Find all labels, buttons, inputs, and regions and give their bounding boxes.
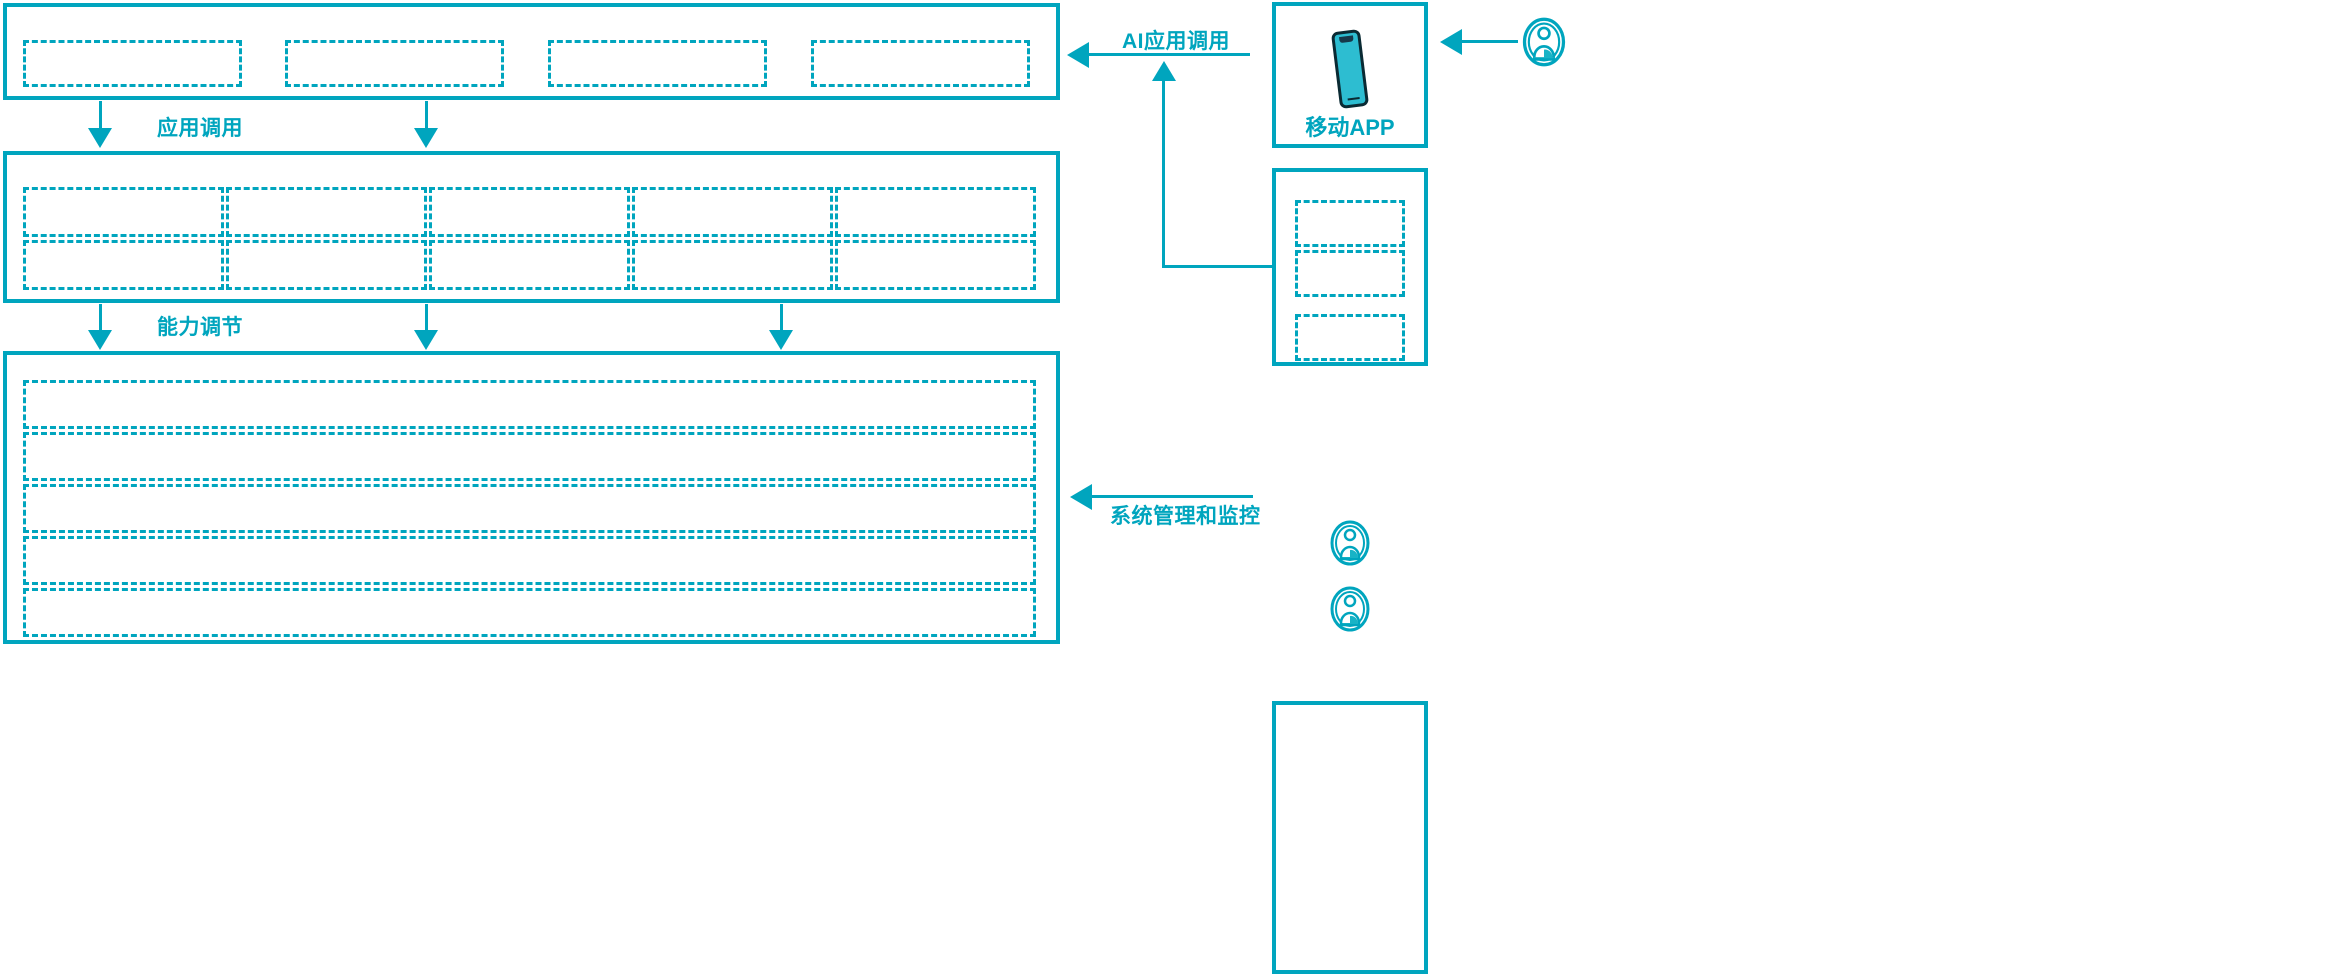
capability-block-r1c2[interactable] [226, 187, 427, 237]
capability-block-r2c5[interactable] [835, 240, 1036, 290]
application-block-1[interactable] [23, 40, 242, 87]
capability-block-r1c3[interactable] [429, 187, 630, 237]
module-list-block-2[interactable] [1295, 250, 1405, 297]
application-block-2[interactable] [285, 40, 504, 87]
app-call-arrow-head-2 [414, 128, 438, 148]
user-group-icon [1329, 519, 1371, 567]
app-call-arrow-line-1 [99, 101, 102, 131]
ai-app-call-riser-line [1162, 78, 1165, 268]
capability-adjust-label: 能力调节 [157, 316, 243, 339]
ai-app-call-arrow-line [1085, 53, 1250, 56]
capability-block-r1c5[interactable] [835, 187, 1036, 237]
capability-adjust-arrow-head-1 [88, 330, 112, 350]
application-block-4[interactable] [811, 40, 1030, 87]
capability-block-r1c4[interactable] [632, 187, 833, 237]
external-user-arrow-line [1460, 40, 1518, 43]
capability-block-r2c2[interactable] [226, 240, 427, 290]
user-group-icon [1329, 585, 1371, 633]
ai-app-call-riser-base [1162, 265, 1272, 268]
capability-block-r2c4[interactable] [632, 240, 833, 290]
system-manage-label: 系统管理和监控 [1110, 505, 1261, 528]
infrastructure-row-3[interactable] [23, 484, 1036, 533]
system-manage-arrow-head [1070, 484, 1092, 510]
capability-adjust-arrow-line-3 [780, 304, 783, 334]
app-call-arrow-line-2 [425, 101, 428, 131]
application-layer-container [3, 3, 1060, 100]
capability-adjust-arrow-line-1 [99, 304, 102, 334]
infrastructure-row-4[interactable] [23, 536, 1036, 585]
mobile-app-caption: 移动APP [1305, 115, 1395, 140]
ai-app-call-riser-head [1152, 61, 1176, 81]
ai-app-call-arrow-head [1067, 42, 1089, 68]
mobile-phone-icon [1327, 28, 1373, 110]
user-group-icon [1521, 16, 1567, 68]
application-block-3[interactable] [548, 40, 767, 87]
infrastructure-row-5[interactable] [23, 588, 1036, 637]
user-panel[interactable] [1272, 701, 1428, 974]
capability-layer-container [3, 151, 1060, 303]
app-call-label: 应用调用 [157, 117, 243, 140]
capability-adjust-arrow-line-2 [425, 304, 428, 334]
capability-block-r2c1[interactable] [23, 240, 224, 290]
external-user-arrow-head [1440, 29, 1462, 55]
capability-adjust-arrow-head-3 [769, 330, 793, 350]
capability-adjust-arrow-head-2 [414, 330, 438, 350]
capability-block-r1c1[interactable] [23, 187, 224, 237]
infrastructure-layer-container [3, 351, 1060, 644]
module-list-block-1[interactable] [1295, 200, 1405, 247]
system-manage-arrow-line [1088, 495, 1253, 498]
app-call-arrow-head-1 [88, 128, 112, 148]
module-list-block-3[interactable] [1295, 314, 1405, 361]
infrastructure-row-2[interactable] [23, 432, 1036, 481]
ai-app-call-label: AI应用调用 [1122, 30, 1230, 53]
infrastructure-row-1[interactable] [23, 380, 1036, 429]
capability-block-r2c3[interactable] [429, 240, 630, 290]
